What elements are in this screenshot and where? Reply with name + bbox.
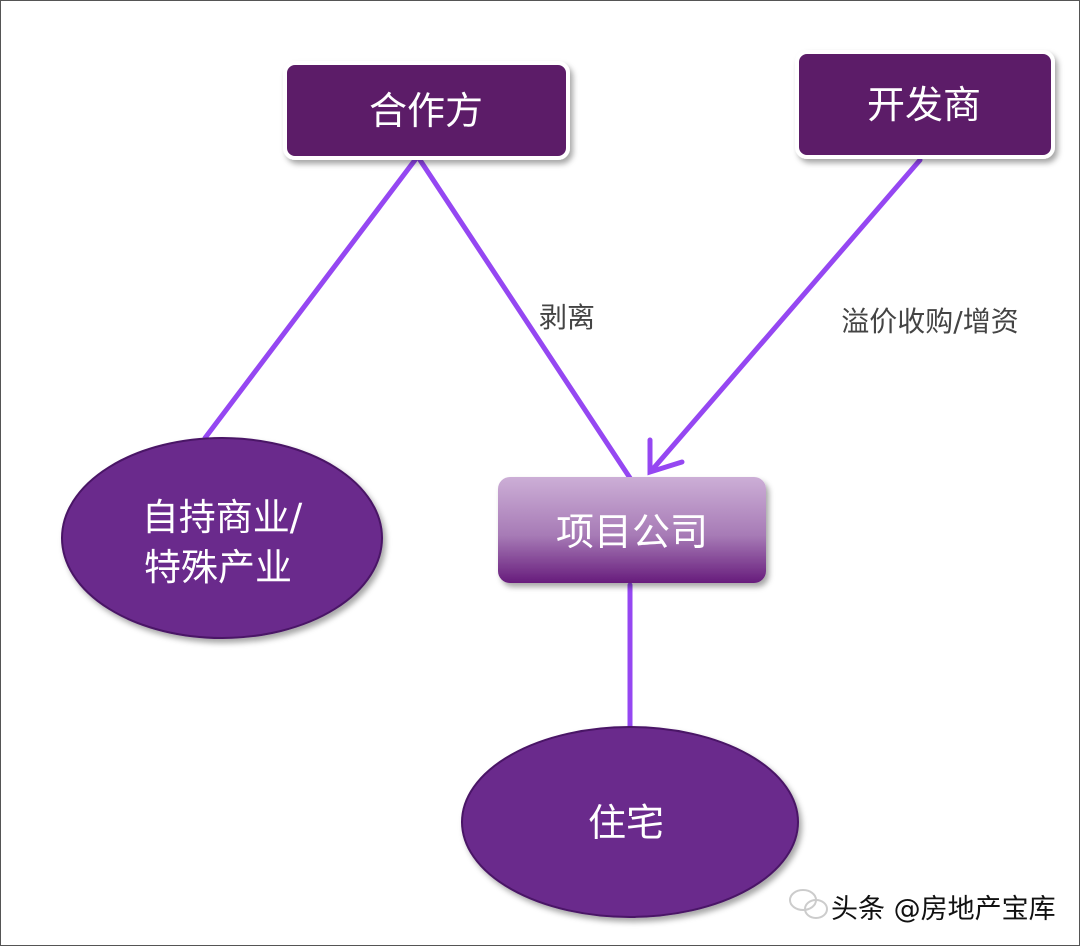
node-developer-label: 开发商 — [867, 83, 981, 127]
edge-label-strip: 剥离 — [539, 301, 595, 334]
edge-partner-project — [417, 157, 633, 481]
node-project-company: 项目公司 — [498, 477, 766, 583]
arrowhead-icon — [647, 437, 685, 476]
edge-label-acquire: 溢价收购/增资 — [841, 305, 1018, 338]
node-residential-label: 住宅 — [588, 801, 664, 845]
node-project-company-label: 项目公司 — [556, 510, 708, 554]
node-commercial-label-1: 自持商业/ — [142, 496, 303, 539]
edge-partner-commercial — [202, 157, 418, 441]
node-developer: 开发商 — [795, 50, 1055, 159]
node-residential: 住宅 — [461, 726, 799, 918]
wechat-icon — [789, 889, 828, 919]
watermark: 头条 @房地产宝库 — [789, 889, 1056, 925]
node-commercial-label-2: 特殊产业 — [144, 546, 292, 589]
node-partner: 合作方 — [283, 61, 570, 160]
watermark-text: 头条 @房地产宝库 — [831, 894, 1056, 925]
node-partner-label: 合作方 — [369, 89, 483, 133]
edge-developer-project — [649, 157, 923, 473]
node-commercial: 自持商业/ 特殊产业 — [61, 437, 383, 639]
